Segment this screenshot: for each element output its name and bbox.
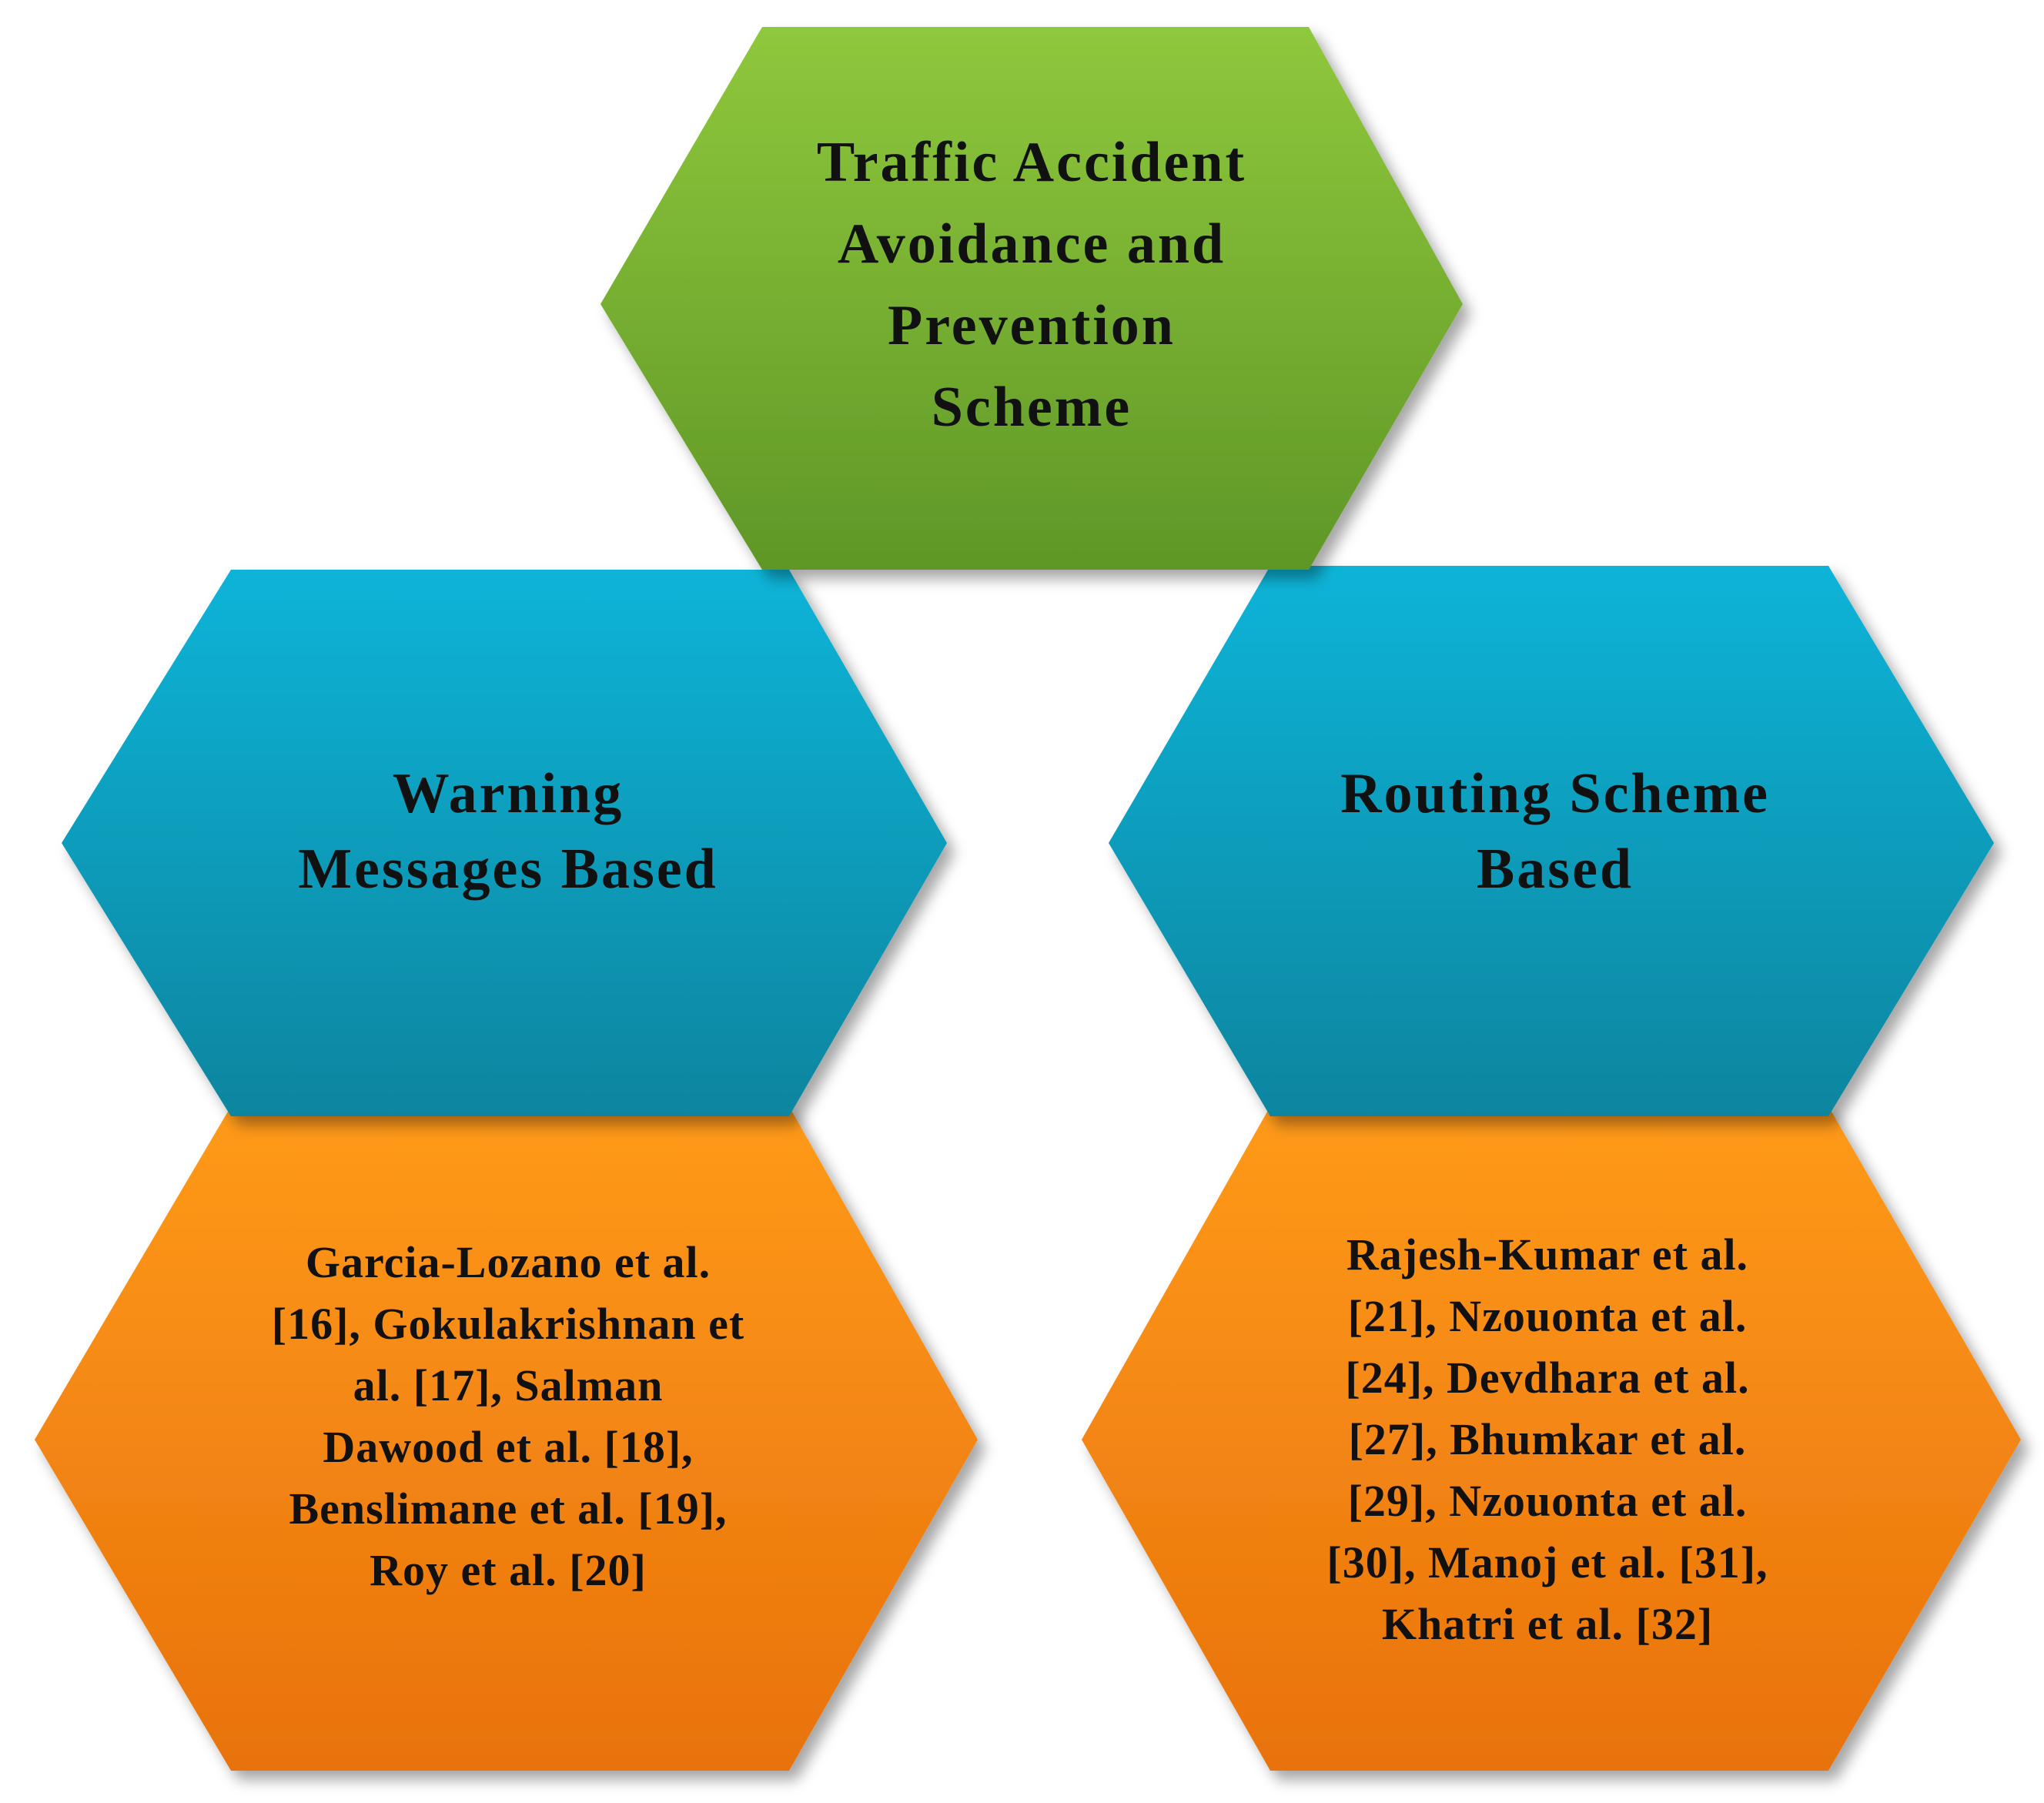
warning-refs-label: Garcia-Lozano et al. [16], Gokulakrishna… xyxy=(123,1209,893,1624)
routing-refs-line: [24], Devdhara et al. xyxy=(1345,1353,1750,1403)
warning-messages-hexagon xyxy=(62,570,947,1116)
root-label: Traffic Accident Avoidance and Preventio… xyxy=(693,108,1370,462)
routing-refs-line: [29], Nzouonta et al. xyxy=(1347,1476,1748,1526)
warning-refs-line: Benslimane et al. [19], xyxy=(289,1484,728,1534)
routing-refs-line: [27], Bhumkar et al. xyxy=(1348,1414,1747,1464)
root-label-line: Scheme xyxy=(931,376,1132,439)
warning-refs-hexagon xyxy=(35,1106,978,1771)
warning-messages-label: Warning Messages Based xyxy=(139,716,878,947)
root-hexagon xyxy=(600,27,1463,570)
routing-refs-line: Rajesh-Kumar et al. xyxy=(1346,1229,1749,1279)
routing-scheme-label: Routing Scheme Based xyxy=(1186,716,1925,947)
root-label-line: Prevention xyxy=(888,294,1176,357)
routing-refs-line: Khatri et al. [32] xyxy=(1381,1599,1714,1649)
routing-scheme-hexagon xyxy=(1109,566,1994,1116)
root-label-line: Traffic Accident xyxy=(816,131,1247,194)
routing-scheme-label-line: Based xyxy=(1476,838,1634,901)
warning-messages-label-line: Messages Based xyxy=(298,838,718,901)
routing-refs-line: [30], Manoj et al. [31], xyxy=(1326,1537,1768,1587)
warning-refs-line: Dawood et al. [18], xyxy=(323,1422,694,1472)
warning-refs-line: al. [17], Salman xyxy=(353,1360,664,1410)
routing-refs-line: [21], Nzouonta et al. xyxy=(1347,1291,1748,1341)
warning-refs-line: [16], Gokulakrishnan et xyxy=(271,1299,745,1349)
warning-messages-label-line: Warning xyxy=(392,762,624,825)
warning-refs-line: Garcia-Lozano et al. xyxy=(305,1237,711,1287)
routing-refs-label: Rajesh-Kumar et al. [21], Nzouonta et al… xyxy=(1163,1209,1932,1671)
routing-refs-hexagon xyxy=(1082,1106,2021,1771)
routing-scheme-label-line: Routing Scheme xyxy=(1340,762,1770,825)
root-label-line: Avoidance and xyxy=(837,212,1226,276)
warning-refs-line: Roy et al. [20] xyxy=(370,1545,647,1595)
